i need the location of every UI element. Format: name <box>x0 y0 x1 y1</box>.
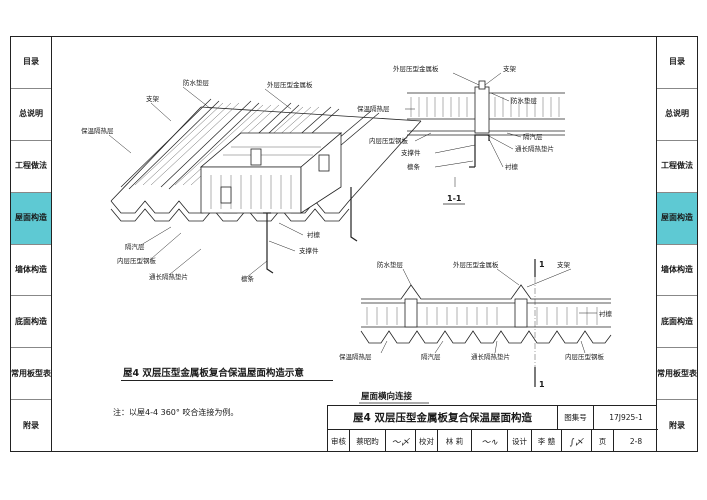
sidebar-right-item-6[interactable]: 常用板型表 <box>657 348 697 401</box>
iso-label-support: 支架 <box>146 94 160 103</box>
sidebar-right-item-1[interactable]: 总说明 <box>657 89 697 141</box>
sec-label-support: 支架 <box>503 64 517 73</box>
designer-name: 李 戆 <box>532 430 562 452</box>
sidebar-right-item-4[interactable]: 墙体构造 <box>657 245 697 297</box>
iso-caption: 屋4 双层压型金属板复合保温屋面构造示意 <box>123 368 304 379</box>
lat-label-pad: 通长隔热垫片 <box>471 352 510 361</box>
title-block-title: 屋4 双层压型金属板复合保温屋面构造 <box>328 406 558 430</box>
sec-label-bracket: 支撑件 <box>401 148 421 157</box>
sidebar-left-item-3[interactable]: 屋面构造 <box>11 192 51 245</box>
sidebar-right: 目录总说明工程做法屋面构造墙体构造底面构造常用板型表附录 <box>656 37 697 451</box>
sidebar-right-item-0[interactable]: 目录 <box>657 37 697 89</box>
iso-label-outer-panel: 外层压型金属板 <box>267 80 313 89</box>
sidebar-left-item-7[interactable]: 附录 <box>23 420 39 430</box>
lat-cut-mark-bottom: 1 <box>539 380 545 389</box>
sec-label-waterproof: 防水垫层 <box>511 96 538 105</box>
title-block: 屋4 双层压型金属板复合保温屋面构造 图集号 17J925-1 审核 蔡昭昀 〜… <box>327 405 658 452</box>
iso-label-sub-purlin: 衬檩 <box>307 230 321 239</box>
sec-label-sub-purlin: 衬檩 <box>505 162 519 171</box>
lateral-labels: 防水垫层 外层压型金属板 支架 衬檩 保温隔热层 隔汽层 通长隔热垫片 内层压型… <box>339 260 613 402</box>
isometric-labels: 防水垫层 支架 外层压型金属板 保温隔热层 隔汽层 内层压型钢板 通长隔热垫片 … <box>81 78 321 283</box>
lat-label-outer-panel: 外层压型金属板 <box>453 260 499 269</box>
sidebar-right-item-7[interactable]: 附录 <box>669 420 685 430</box>
iso-label-vapor: 隔汽层 <box>125 242 145 251</box>
sidebar-left-item-1[interactable]: 总说明 <box>11 89 51 141</box>
construction-drawing: 防水垫层 支架 外层压型金属板 保温隔热层 隔汽层 内层压型钢板 通长隔热垫片 … <box>81 64 613 404</box>
page-label: 页 <box>592 430 614 452</box>
lat-label-waterproof: 防水垫层 <box>377 260 404 269</box>
sec-label-vapor: 隔汽层 <box>523 132 543 141</box>
lat-label-inner-panel: 内层压型钢板 <box>565 352 605 361</box>
sec-label-inner-panel: 内层压型钢板 <box>369 136 409 145</box>
checker-signature: 〜∿ <box>472 430 508 452</box>
designer-signature: ∫〆 <box>562 430 592 452</box>
sidebar-left-item-4[interactable]: 墙体构造 <box>11 245 51 297</box>
title-block-signatures: 审核 蔡昭昀 〜〆 校对 林 莉 〜∿ 设计 李 戆 ∫〆 页 2-8 <box>328 430 658 452</box>
sec-label-purlin: 檩条 <box>407 162 421 171</box>
sidebar-right-item-2[interactable]: 工程做法 <box>657 141 697 193</box>
lat-label-sub-purlin: 衬檩 <box>599 309 613 318</box>
iso-caption-underline <box>121 380 333 381</box>
iso-label-pad: 通长隔热垫片 <box>149 272 188 281</box>
iso-label-insulation: 保温隔热层 <box>81 126 114 135</box>
design-label: 设计 <box>508 430 532 452</box>
sidebar-right-item-5[interactable]: 底面构造 <box>657 296 697 349</box>
isometric-view <box>108 86 422 278</box>
lat-label-support: 支架 <box>557 260 571 269</box>
section-1-1 <box>405 72 565 187</box>
review-label: 审核 <box>328 430 350 452</box>
lat-label-insulation: 保温隔热层 <box>339 352 372 361</box>
checker-name: 林 莉 <box>438 430 472 452</box>
atlas-no: 17J925-1 <box>594 406 658 430</box>
atlas-no-label: 图集号 <box>558 406 594 430</box>
sidebar-right-item-3[interactable]: 屋面构造 <box>657 192 697 245</box>
iso-label-waterproof: 防水垫层 <box>183 78 210 87</box>
lat-cut-mark-top: 1 <box>539 260 545 269</box>
reviewer-signature: 〜〆 <box>386 430 416 452</box>
page-number: 2-8 <box>629 436 643 446</box>
sec-caption: 1-1 <box>447 194 462 203</box>
sidebar-left-item-6[interactable]: 常用板型表 <box>11 348 51 401</box>
sidebar-left-item-0[interactable]: 目录 <box>11 37 51 89</box>
sidebar-left: 目录总说明工程做法屋面构造墙体构造底面构造常用板型表附录 <box>11 37 52 451</box>
iso-label-bracket: 支撑件 <box>299 246 319 255</box>
check-label: 校对 <box>416 430 438 452</box>
iso-label-purlin: 檩条 <box>241 274 255 283</box>
drawing-frame: 目录总说明工程做法屋面构造墙体构造底面构造常用板型表附录 目录总说明工程做法屋面… <box>10 36 698 452</box>
reviewer-name: 蔡昭昀 <box>350 430 386 452</box>
drawing-note: 注：以屋4-4 360° 咬合连接为例。 <box>113 408 239 417</box>
iso-label-inner-panel: 内层压型钢板 <box>117 256 157 265</box>
sidebar-left-item-5[interactable]: 底面构造 <box>11 296 51 349</box>
sec-label-pad: 通长隔热垫片 <box>515 144 554 153</box>
lateral-connection <box>360 259 612 387</box>
section-1-1-labels: 外层压型金属板 支架 防水垫层 保温隔热层 隔汽层 内层压型钢板 通长隔热垫片 … <box>357 64 554 203</box>
drawing-area: 防水垫层 支架 外层压型金属板 保温隔热层 隔汽层 内层压型钢板 通长隔热垫片 … <box>51 37 657 451</box>
sec-label-outer-panel: 外层压型金属板 <box>393 64 439 73</box>
sec-label-insulation: 保温隔热层 <box>357 104 390 113</box>
lat-caption: 屋面横向连接 <box>361 391 413 402</box>
sidebar-left-item-2[interactable]: 工程做法 <box>11 141 51 193</box>
lat-label-vapor: 隔汽层 <box>421 352 441 361</box>
